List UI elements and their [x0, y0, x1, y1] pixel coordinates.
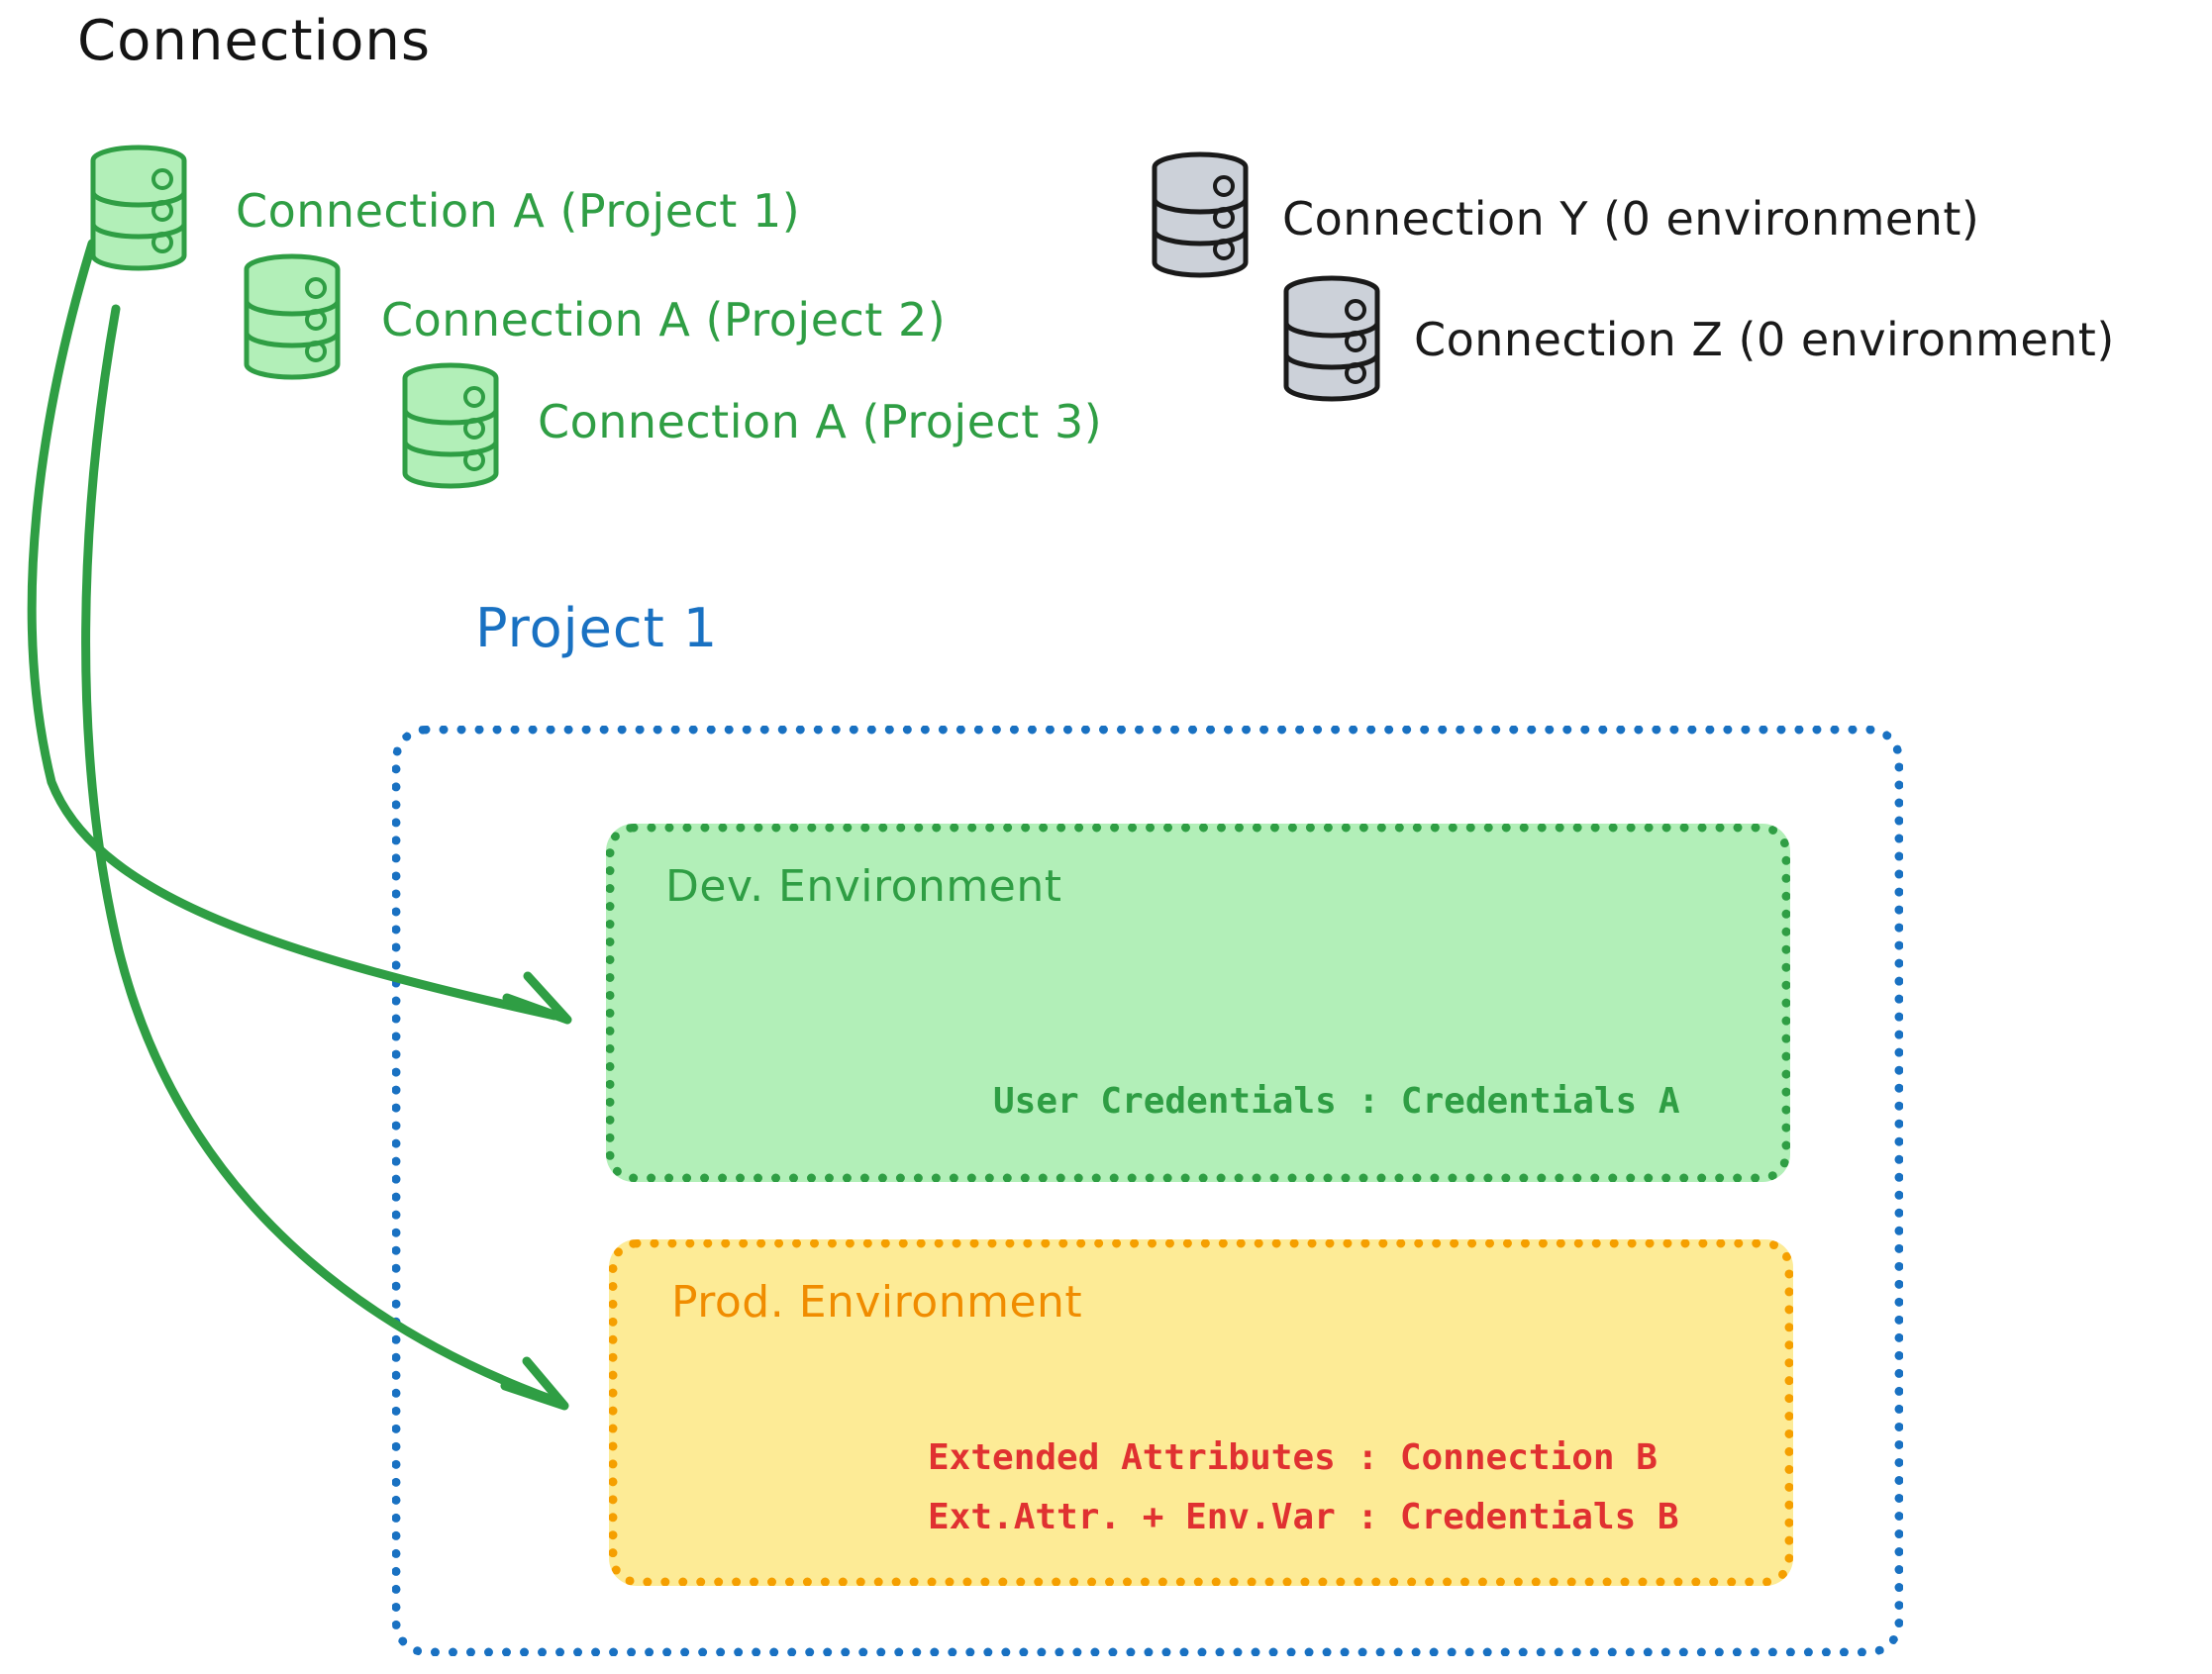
database-icon-connection-a-project-3[interactable]	[405, 365, 496, 486]
connection-label-gray-2: Connection Z (0 environment)	[1414, 313, 2115, 366]
prod-environment-entry-1: Ext.Attr. + Env.Var : Credentials B	[928, 1497, 1679, 1537]
database-icon-connection-a-project-2[interactable]	[247, 256, 338, 377]
prod-environment-title: Prod. Environment	[671, 1277, 1083, 1328]
dev-environment-entry-0: User Credentials : Credentials A	[993, 1081, 1680, 1122]
database-icon-connection-z[interactable]	[1286, 278, 1377, 399]
dev-environment-box[interactable]	[606, 824, 1790, 1182]
connection-label-gray-1: Connection Y (0 environment)	[1282, 192, 1980, 246]
dev-environment-title: Dev. Environment	[665, 861, 1062, 912]
connection-label-green-2: Connection A (Project 2)	[381, 293, 947, 346]
database-icon-connection-y[interactable]	[1155, 154, 1246, 275]
connection-label-green-3: Connection A (Project 3)	[538, 395, 1103, 448]
project-title: Project 1	[475, 597, 719, 659]
prod-environment-box[interactable]	[609, 1239, 1793, 1586]
prod-environment-entry-0: Extended Attributes : Connection B	[928, 1437, 1658, 1478]
connection-label-green-1: Connection A (Project 1)	[236, 184, 801, 238]
database-icon-connection-a-project-1[interactable]	[93, 148, 184, 268]
page-title: Connections	[77, 9, 432, 73]
